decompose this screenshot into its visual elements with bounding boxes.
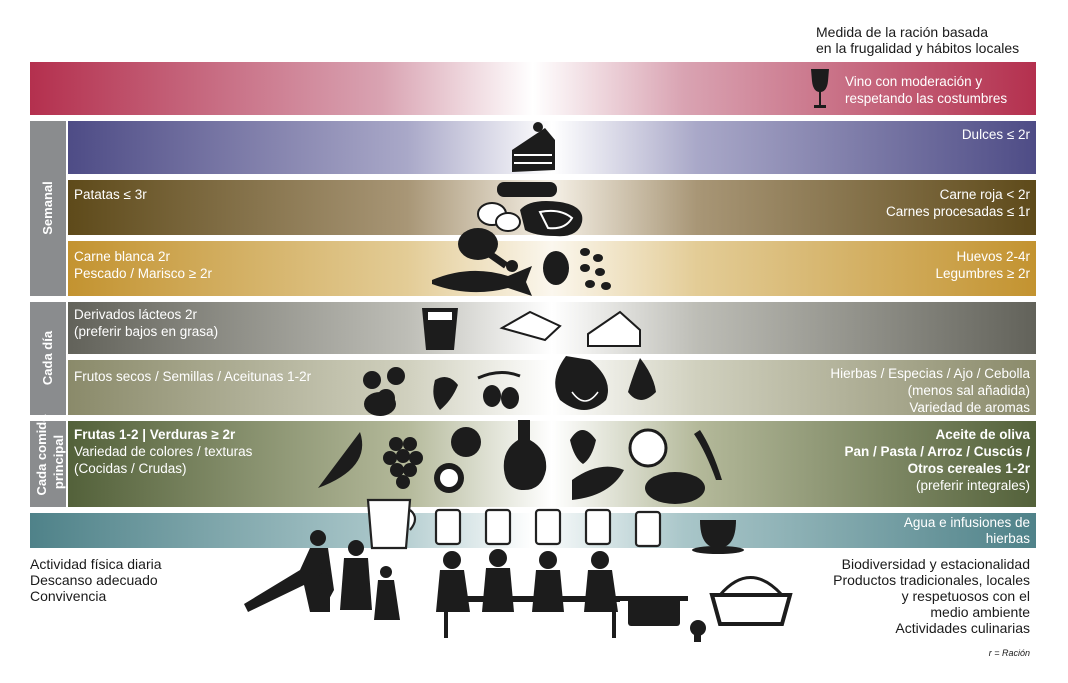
cake-slice-icon — [512, 122, 555, 172]
tea-cup-icon — [692, 520, 744, 554]
family-dinner-icon — [436, 549, 620, 638]
wine-band — [30, 62, 1036, 115]
legumbres: Legumbres ≥ 2r — [935, 266, 1030, 281]
agua-line-1: Agua e infusiones de — [903, 515, 1030, 530]
dulces-text: Dulces ≤ 2r — [961, 127, 1030, 142]
cheese-icon — [499, 310, 641, 347]
bottom-left-line-3: Convivencia — [30, 588, 107, 604]
dairy-text: Derivados lácteos 2r (preferir bajos en … — [74, 306, 218, 340]
vegetable-basket-icon — [709, 576, 793, 626]
lettuce-icon — [572, 466, 624, 500]
section-cada-comida: Cada comida principal — [30, 415, 66, 507]
wine-glass-icon — [811, 69, 829, 108]
lifestyle-left-text: Actividad física diaria Descanso adecuad… — [30, 556, 162, 604]
nuts-icon — [363, 367, 405, 416]
people-exercising-icon — [244, 530, 400, 620]
lifestyle-right-text: Biodiversidad y estacionalidad Productos… — [833, 556, 1030, 636]
water-band — [30, 513, 1036, 548]
integrales: (preferir integrales) — [915, 478, 1030, 493]
frutas-line-2: Variedad de colores / texturas — [74, 444, 253, 459]
orange-slice-icon — [434, 463, 464, 493]
cabbage-icon — [628, 428, 668, 468]
water-glass-icon — [534, 508, 562, 546]
huevos: Huevos 2-4r — [956, 249, 1030, 264]
olives-icon — [477, 371, 521, 409]
bread-icon — [645, 472, 705, 504]
lacteos-line-1: Derivados lácteos 2r — [74, 307, 198, 322]
fish-icon — [432, 266, 532, 296]
section-cada-dia: Cada día — [30, 302, 66, 415]
frutos-secos-text: Frutos secos / Semillas / Aceitunas 1-2r — [74, 369, 312, 384]
eggs-legumes-text: Huevos 2-4r Legumbres ≥ 2r — [936, 248, 1030, 282]
agua-line-2: hierbas — [985, 531, 1030, 546]
garlic-icon — [628, 358, 656, 400]
hierbas-line-3: Variedad de aromas — [909, 400, 1030, 415]
chicken-leg-icon — [458, 228, 518, 272]
water-glass-icon — [434, 508, 462, 546]
artichoke-icon — [570, 430, 596, 464]
serving-size-line-2: en la frugalidad y hábitos locales — [816, 40, 1020, 56]
bottom-right-line-3: y respetuosos con el — [901, 588, 1030, 604]
section-semanal: Semanal — [30, 121, 66, 296]
water-glass-icon — [484, 508, 512, 546]
bottom-right-line-5: Actividades culinarias — [895, 620, 1030, 636]
serving-size-line-1: Medida de la ración basada — [816, 24, 989, 40]
water-glass-icon — [584, 508, 612, 546]
bottom-left-line-1: Actividad física diaria — [30, 556, 162, 572]
pan: Pan / Pasta / Arroz / Cuscús / — [844, 444, 1030, 459]
bottom-left-line-2: Descanso adecuado — [30, 572, 158, 588]
cereales: Otros cereales 1-2r — [907, 461, 1030, 476]
carnes-procesadas: Carnes procesadas ≤ 1r — [886, 204, 1030, 219]
yogurt-icon — [422, 308, 458, 350]
aceite: Aceite de oliva — [935, 427, 1030, 442]
serving-size-note: Medida de la ración basada en la frugali… — [816, 24, 1019, 56]
carne-roja: Carne roja < 2r — [939, 187, 1030, 202]
red-meat-text: Carne roja < 2r Carnes procesadas ≤ 1r — [886, 186, 1030, 220]
grapes-icon — [383, 437, 423, 489]
olive-oil-jug-icon — [503, 420, 547, 490]
herbs-text: Hierbas / Especias / Ajo / Cebolla (meno… — [830, 365, 1030, 416]
water-jug-icon — [366, 498, 417, 550]
bottom-right-line-2: Productos tradicionales, locales — [833, 572, 1030, 588]
frutas-line-3: (Cocidas / Crudas) — [74, 461, 187, 476]
frutas-line-1: Frutas 1-2 | Verduras ≥ 2r — [74, 427, 236, 442]
wine-line-1: Vino con moderación y — [845, 74, 983, 89]
hierbas-line-1: Hierbas / Especias / Ajo / Cebolla — [830, 366, 1030, 381]
sausage-icon — [497, 182, 557, 197]
cereals-text: Aceite de oliva Pan / Pasta / Arroz / Cu… — [844, 426, 1030, 494]
hierbas-line-2: (menos sal añadida) — [907, 383, 1030, 398]
pescado: Pescado / Marisco ≥ 2r — [74, 266, 212, 281]
nuts-herbs-band — [68, 360, 1036, 415]
steak-icon — [520, 201, 583, 237]
wine-line-2: respetando las costumbres — [845, 91, 1008, 106]
white-meat-text: Carne blanca 2r Pescado / Marisco ≥ 2r — [74, 248, 212, 282]
apple-icon — [451, 427, 481, 457]
potato-icon — [477, 202, 521, 232]
mushroom-icon — [690, 620, 706, 642]
footnote: r = Ración — [988, 648, 1030, 658]
egg-icon — [543, 251, 569, 285]
carne-blanca: Carne blanca 2r — [74, 249, 171, 264]
fruits-text: Frutas 1-2 | Verduras ≥ 2r Variedad de c… — [74, 426, 252, 477]
cooking-pot-icon — [620, 596, 688, 626]
wine-text: Vino con moderación y respetando las cos… — [845, 73, 1007, 107]
wheat-icon — [694, 430, 722, 480]
patatas-text: Patatas ≤ 3r — [74, 187, 147, 202]
fruits-cereals-band — [68, 421, 1036, 507]
lacteos-line-2: (preferir bajos en grasa) — [74, 324, 219, 339]
beans-icon — [580, 248, 611, 290]
water-glass-icon — [634, 510, 662, 548]
onion-icon — [555, 356, 608, 410]
bottom-right-line-1: Biodiversidad y estacionalidad — [841, 556, 1030, 572]
herb-leaf-icon — [433, 376, 458, 410]
water-text: Agua e infusiones de hierbas — [904, 515, 1030, 547]
watermelon-icon — [318, 432, 363, 488]
bottom-right-line-4: medio ambiente — [930, 604, 1030, 620]
